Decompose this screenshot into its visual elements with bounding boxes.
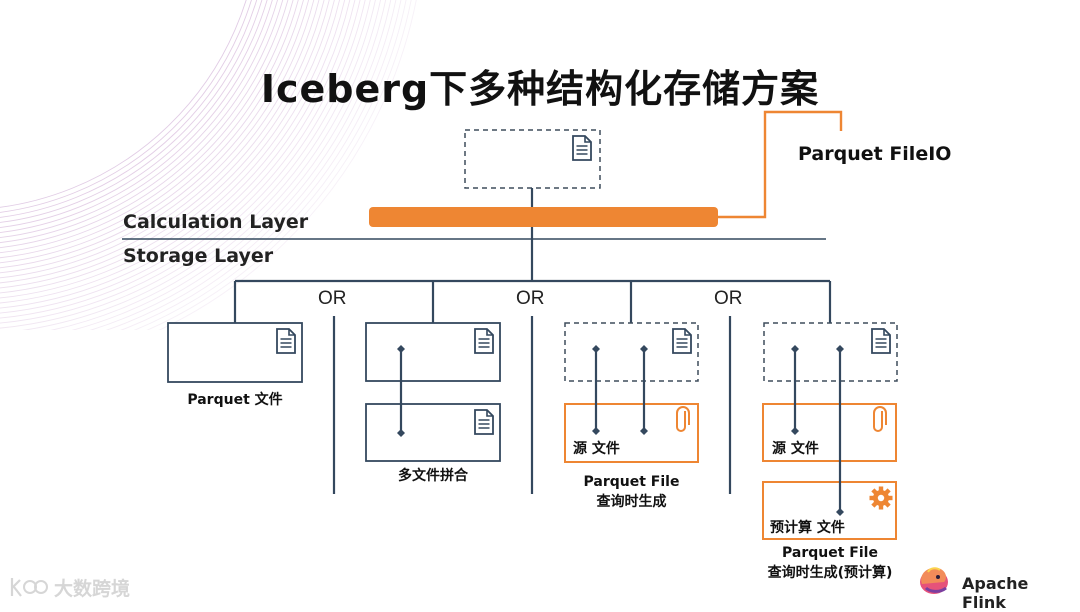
calculation-bar — [369, 207, 718, 227]
decorative-arc — [0, 0, 335, 294]
document-icon — [871, 328, 891, 354]
decorative-arc — [120, 0, 402, 330]
on-query-virtual-box — [564, 322, 699, 382]
decorative-arc — [0, 0, 351, 309]
document-icon — [276, 328, 296, 354]
watermark-mark-icon — [10, 578, 48, 597]
calculation-layer-label: Calculation Layer — [123, 211, 309, 233]
or-label: OR — [516, 288, 545, 309]
decorative-arc — [0, 0, 304, 264]
decorative-arc — [0, 0, 278, 238]
document-icon — [474, 409, 494, 435]
decorative-arc — [0, 0, 299, 259]
precomputed-virtual-box — [763, 322, 898, 382]
decorative-arc — [0, 0, 345, 304]
merge-caption: 多文件拼合 — [398, 468, 468, 484]
on-query-source-box — [564, 403, 699, 463]
decorative-arc — [0, 0, 289, 249]
precomputed-caption: Parquet File 查询时生成(预计算) — [742, 543, 918, 583]
decorative-arc — [158, 0, 417, 330]
decorative-arc — [89, 0, 392, 330]
page-title: Iceberg下多种结构化存储方案 — [260, 67, 820, 111]
decorative-arc — [0, 0, 315, 274]
decorative-arc — [0, 0, 371, 329]
compute-box — [464, 129, 601, 189]
decorative-arc — [0, 0, 366, 324]
precomputed-caption-line2: 查询时生成(预计算) — [767, 565, 893, 581]
flink-brand: Apache Flink — [916, 562, 1076, 612]
document-icon — [672, 328, 692, 354]
decorative-arc — [0, 0, 247, 208]
decorative-arc — [105, 0, 397, 330]
decorative-arc — [71, 0, 387, 330]
fileio-callout-line — [718, 110, 843, 219]
decorative-arc — [49, 0, 381, 330]
decorative-arc — [0, 0, 263, 223]
decorative-arc — [0, 0, 325, 284]
decorative-arc — [0, 0, 309, 269]
watermark-text: 大数跨境 — [54, 578, 131, 600]
decorative-arc — [0, 0, 284, 244]
decorative-arc — [146, 0, 412, 330]
decorative-arc — [0, 0, 356, 314]
decorative-arc — [21, 0, 376, 330]
on-query-caption: Parquet File 查询时生成 — [555, 472, 708, 512]
flink-squirrel-logo — [920, 567, 948, 594]
decorative-arc — [0, 0, 268, 228]
flink-name: Apache Flink — [962, 574, 1029, 612]
decorative-arc — [0, 0, 330, 289]
decorative-arc — [0, 0, 320, 279]
precomputed-source-label: 源 文件 — [772, 441, 819, 457]
decorative-arc — [133, 0, 407, 330]
on-query-source-label: 源 文件 — [573, 441, 620, 457]
decorative-arc — [0, 0, 273, 233]
precomputed-caption-line1: Parquet File — [782, 545, 878, 561]
parquet-fileio-label: Parquet FileIO — [798, 143, 952, 165]
watermark-logo: 大数跨境 — [8, 572, 148, 602]
parquet-file-caption: Parquet 文件 — [187, 392, 283, 408]
precomputed-file-label: 预计算 文件 — [770, 520, 845, 536]
storage-layer-label: Storage Layer — [123, 245, 274, 267]
on-query-caption-line2: 查询时生成 — [596, 494, 667, 510]
decorative-arc — [0, 0, 340, 299]
document-icon — [572, 135, 592, 161]
gear-icon — [869, 486, 893, 510]
or-label: OR — [714, 288, 743, 309]
document-icon — [474, 328, 494, 354]
decorative-arc — [0, 0, 252, 213]
decorative-arc — [0, 0, 361, 319]
or-label: OR — [318, 288, 347, 309]
decorative-arc — [0, 0, 294, 254]
decorative-arc — [0, 0, 258, 218]
decorative-arcs — [0, 0, 417, 330]
on-query-caption-line1: Parquet File — [583, 474, 680, 490]
